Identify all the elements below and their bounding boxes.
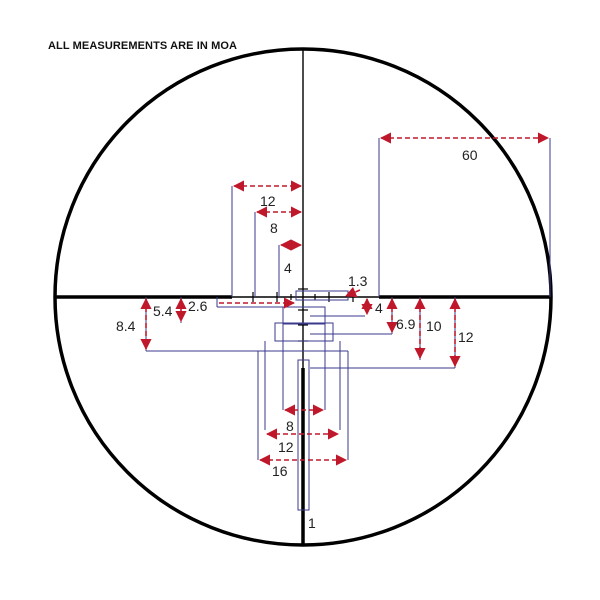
label-8-4: 8.4 bbox=[116, 318, 136, 334]
label-bottom-8: 8 bbox=[286, 418, 294, 434]
guide-lines bbox=[145, 138, 551, 511]
label-right-4: 4 bbox=[375, 300, 383, 316]
label-top-12: 12 bbox=[260, 193, 276, 209]
label-right-12: 12 bbox=[458, 329, 474, 345]
reticle bbox=[53, 47, 553, 547]
label-6-9: 6.9 bbox=[396, 316, 416, 332]
label-top-4: 4 bbox=[284, 260, 292, 276]
label-bottom-12: 12 bbox=[278, 439, 294, 455]
measurement-labels: 60 12 8 4 1.3 2.6 5.4 8.4 4 6.9 10 12 8 … bbox=[116, 147, 478, 531]
label-2-6: 2.6 bbox=[188, 298, 208, 314]
dimension-arrows bbox=[140, 132, 550, 466]
measurement-note: ALL MEASUREMENTS ARE IN MOA bbox=[48, 40, 238, 52]
label-10: 10 bbox=[426, 318, 442, 334]
label-1-3: 1.3 bbox=[348, 273, 368, 289]
label-bottom-16: 16 bbox=[272, 463, 288, 479]
label-5-4: 5.4 bbox=[153, 303, 173, 319]
label-60: 60 bbox=[462, 147, 478, 163]
label-bottom-1: 1 bbox=[308, 515, 316, 531]
label-top-8: 8 bbox=[270, 220, 278, 236]
